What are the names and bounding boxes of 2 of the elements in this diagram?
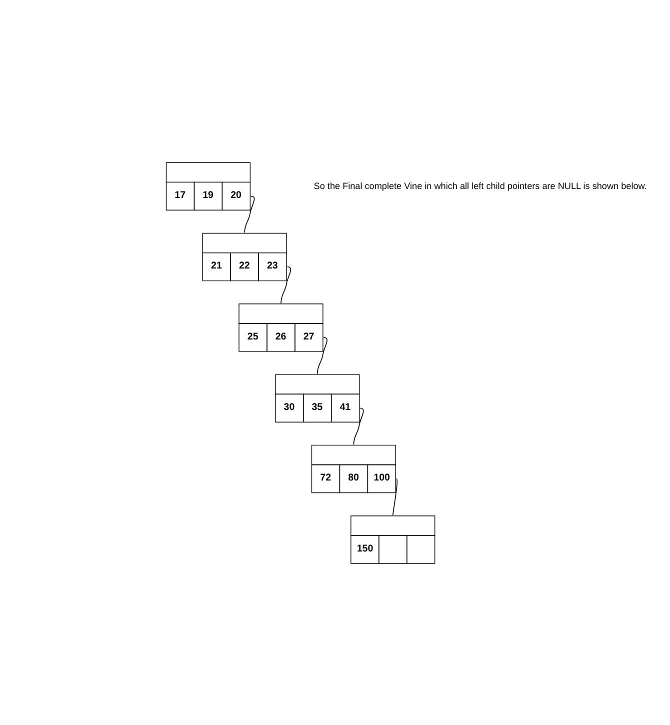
label: So the Final complete Vine in which all left child pointers are NULL is shown below. bbox=[314, 180, 647, 190]
connector bbox=[392, 478, 398, 516]
